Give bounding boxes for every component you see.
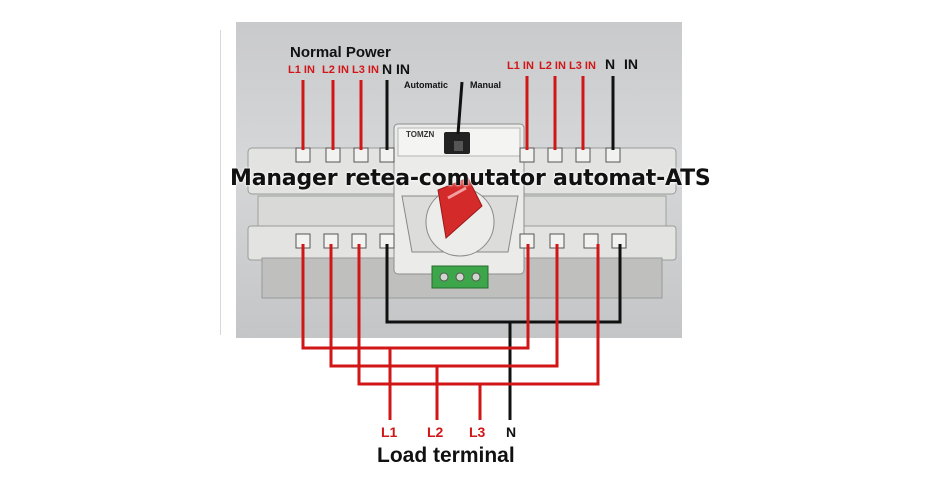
normal-l2-label: L2 IN [322, 64, 349, 76]
wire-l2-bus [329, 244, 559, 368]
normal-n-label: N IN [382, 61, 410, 77]
green-screw-1 [439, 272, 449, 282]
automatic-label: Automatic [404, 80, 449, 90]
backup-in-label: IN [624, 56, 638, 72]
manual-label: Manual [470, 80, 502, 90]
terminal-top-b-l1 [519, 147, 535, 163]
backup-l3-label: L3 IN [569, 60, 596, 72]
terminal-top-l3 [353, 147, 369, 163]
normal-input-wires [301, 80, 389, 150]
normal-power-heading: Normal Power [290, 44, 391, 61]
backup-l1-label: L1 IN [507, 60, 534, 72]
terminal-top-b-n [605, 147, 621, 163]
normal-l3-label: L3 IN [352, 64, 379, 76]
ats-device: TOMZN [247, 123, 677, 299]
backup-n-label: N [605, 56, 616, 72]
terminal-top-n [379, 147, 395, 163]
terminal-top-l2 [325, 147, 341, 163]
left-divider-line [220, 30, 221, 335]
terminal-top-b-l2 [547, 147, 563, 163]
handle-highlight [447, 186, 467, 200]
switch-rocker [454, 141, 463, 151]
terminal-top-l1 [295, 147, 311, 163]
green-screw-2 [455, 272, 465, 282]
backup-input-wires [525, 76, 615, 150]
green-screw-3 [471, 272, 481, 282]
switch-pointer-line [456, 81, 464, 135]
page-title: Manager retea-comutator automat-ATS [230, 166, 711, 191]
wire-l1-bus [301, 244, 530, 350]
load-l1-label: L1 [381, 424, 398, 440]
normal-l1-label: L1 IN [288, 64, 315, 76]
output-wires [301, 244, 622, 420]
terminal-top-b-l3 [575, 147, 591, 163]
terminal-bot-b-l3 [583, 233, 599, 249]
load-l2-label: L2 [427, 424, 444, 440]
red-handle [437, 177, 483, 239]
load-l3-label: L3 [469, 424, 486, 440]
load-terminal-heading: Load terminal [377, 444, 515, 467]
wire-neutral-bus [385, 244, 622, 324]
load-n-label: N [506, 424, 517, 440]
brand-label: TOMZN [406, 130, 435, 139]
backup-l2-label: L2 IN [539, 60, 566, 72]
